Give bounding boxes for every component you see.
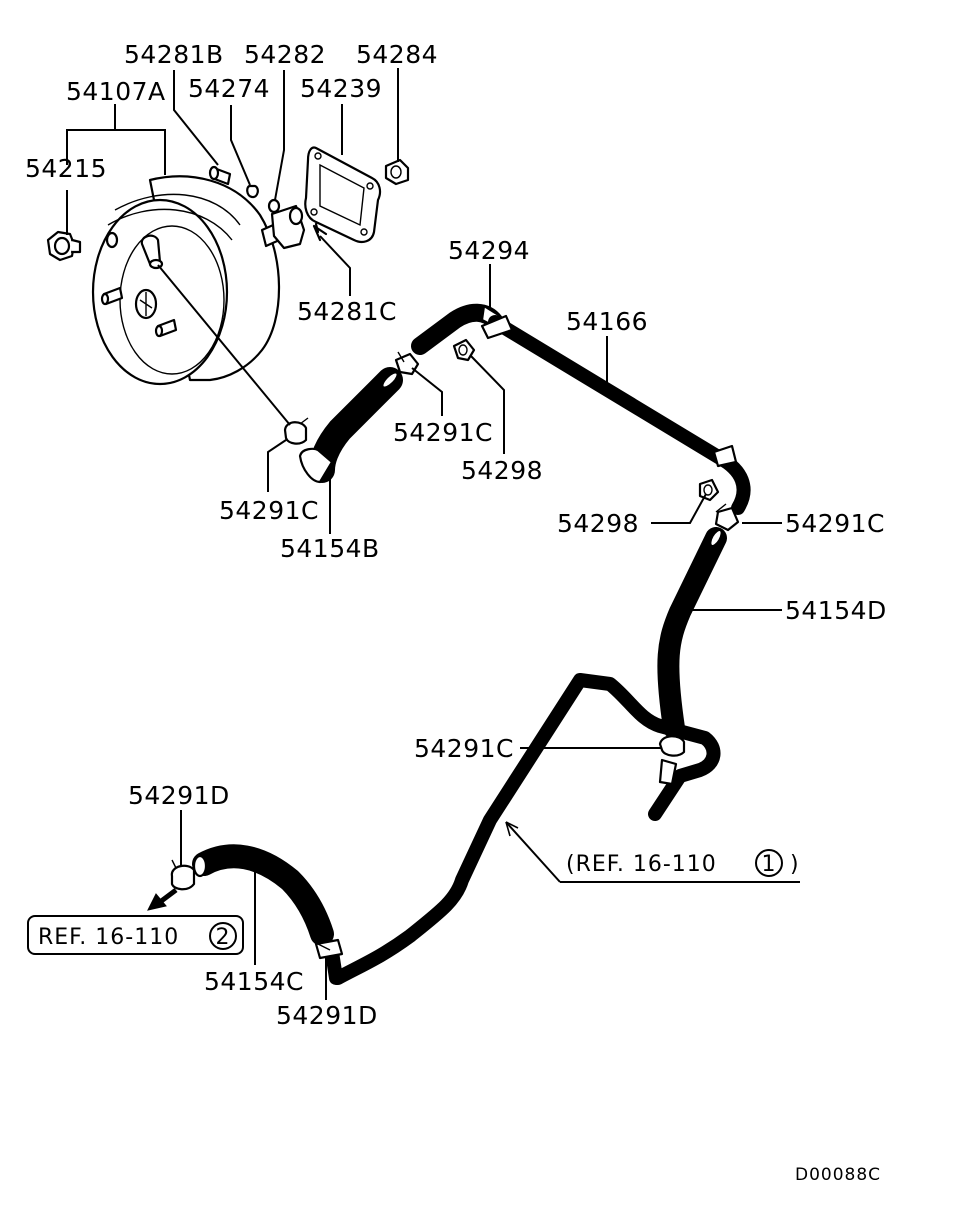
label-54282: 54282 [244, 40, 326, 69]
label-54298-upper: 54298 [461, 456, 543, 485]
reference-2-box[interactable] [27, 915, 244, 955]
label-54284: 54284 [356, 40, 438, 69]
label-54215: 54215 [25, 154, 107, 183]
label-54107A: 54107A [66, 77, 166, 106]
hose-54154C [192, 844, 334, 946]
reference-2-text: REF. 16-110 [38, 925, 179, 950]
leader-lines [66, 68, 800, 1000]
reference-2-number: 2 [216, 925, 231, 950]
label-54154B: 54154B [280, 534, 380, 563]
reference-1-text: (REF. 16-110 [566, 852, 717, 877]
bolt [698, 478, 720, 502]
label-54166: 54166 [566, 307, 648, 336]
label-54239: 54239 [300, 74, 382, 103]
split-pin [312, 222, 328, 242]
direction-arrow-icon [147, 888, 178, 911]
clevis-pin [208, 165, 232, 186]
label-54291D-top: 54291D [128, 781, 230, 810]
label-54281C: 54281C [297, 297, 397, 326]
label-54291C-left: 54291C [219, 496, 319, 525]
nut [384, 158, 410, 186]
hose-clamp [170, 859, 196, 891]
reference-2-circle [209, 922, 237, 950]
label-54154D: 54154D [785, 596, 887, 625]
reference-1: (REF. 16-110 1 ) [566, 849, 800, 877]
ring [267, 198, 281, 214]
hose-clamp [714, 503, 740, 532]
gasket [304, 146, 382, 243]
label-54294: 54294 [448, 236, 530, 265]
hose-clamp [283, 417, 309, 445]
hose-clamp [314, 938, 344, 960]
label-54291D-bottom: 54291D [276, 1001, 378, 1030]
pipe-ref-16-110 [331, 673, 721, 985]
reference-1-number: 1 [762, 852, 777, 877]
booster-stud [100, 286, 124, 306]
pipe-54166 [480, 314, 751, 515]
label-54154C: 54154C [204, 967, 304, 996]
reference-1-close: ) [790, 852, 800, 877]
label-54291C-lower: 54291C [414, 734, 514, 763]
booster-stud [154, 318, 178, 338]
label-54291C-right: 54291C [785, 509, 885, 538]
hose-54154B [298, 367, 403, 484]
reference-1-circle [755, 849, 783, 877]
label-54281B: 54281B [124, 40, 224, 69]
diagram-code: D00088C [795, 1165, 881, 1185]
label-54298-lower: 54298 [557, 509, 639, 538]
hose-54154D [657, 527, 727, 739]
part-labels: 54281B 54282 54284 54107A 54274 54239 54… [25, 40, 887, 1030]
brake-booster [91, 175, 306, 386]
label-54291C-center: 54291C [393, 418, 493, 447]
label-54274: 54274 [188, 74, 270, 103]
reference-2[interactable]: REF. 16-110 2 [27, 915, 244, 955]
check-valve [46, 230, 82, 262]
clip [246, 184, 259, 199]
